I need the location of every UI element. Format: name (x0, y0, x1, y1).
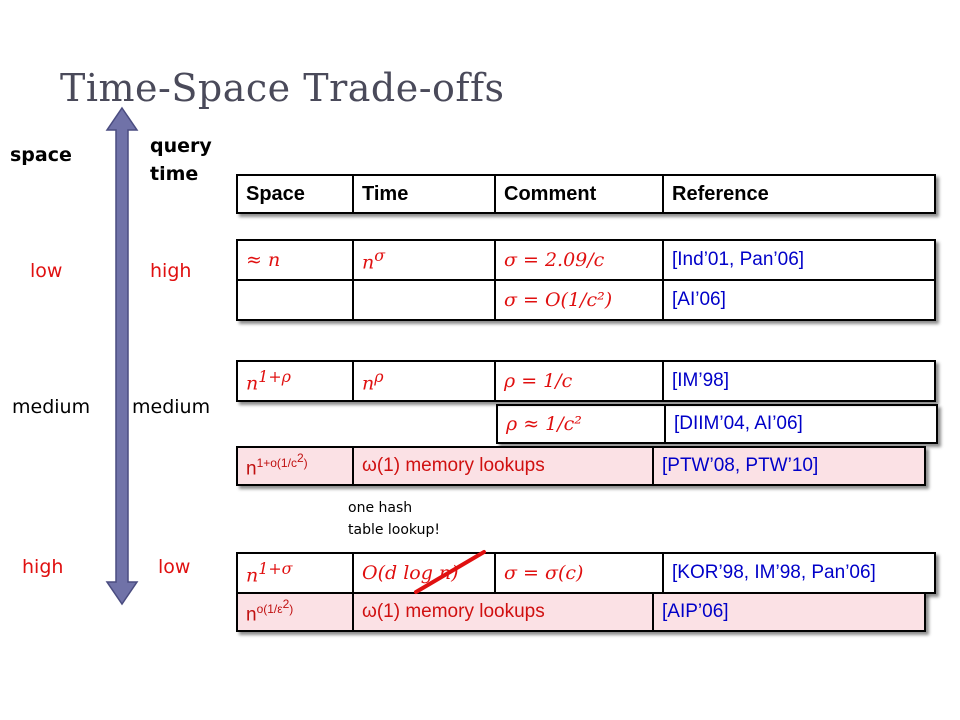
reference-cell: [AI’06] (662, 279, 936, 321)
comment-cell: σ = O(1/c²) (494, 279, 664, 321)
time-base: n (362, 251, 375, 274)
table-row: ρ ≈ 1/c² [DIIM’04, AI’06] (496, 404, 938, 444)
space-exp: 1+o(1/c (256, 456, 297, 471)
space-exp: o(1/ε (256, 602, 283, 617)
page-title: Time-Space Trade-offs (60, 66, 505, 110)
space-cell: ≈ n (236, 239, 354, 281)
time-exp: σ (374, 246, 386, 266)
note-line1: one hash (348, 500, 413, 516)
comment-cell: σ = 2.09/c (494, 239, 664, 281)
space-exp-close: ) (289, 602, 294, 617)
space-cell: n1+ρ (236, 360, 354, 402)
space-axis-label: space (10, 144, 72, 166)
annotation-note: one hash table lookup! (348, 497, 440, 541)
query-label-line1: query (150, 135, 212, 157)
header-space: Space (236, 174, 354, 214)
table-row: n1+ρ nρ ρ = 1/c [IM’98] (236, 360, 936, 402)
reference-cell: [KOR’98, IM’98, Pan’06] (662, 552, 936, 594)
time-level-medium: medium (132, 396, 211, 418)
reference-cell: [AIP’06] (652, 592, 926, 632)
table-row: n1+o(1/c2) ω(1) memory lookups [PTW’08, … (236, 446, 926, 486)
time-level-high: high (150, 260, 192, 282)
table-row: σ = O(1/c²) [AI’06] (236, 279, 936, 321)
group-medium-table-row3: n1+o(1/c2) ω(1) memory lookups [PTW’08, … (236, 446, 926, 486)
table-row: no(1/ε2) ω(1) memory lookups [AIP’06] (236, 592, 926, 632)
header-row: Space Time Comment Reference (236, 174, 936, 214)
comment-cell: σ = σ(c) (494, 552, 664, 594)
header-comment: Comment (494, 174, 664, 214)
space-base: n (246, 604, 257, 626)
space-cell: n1+o(1/c2) (236, 446, 354, 486)
space-exp-close: ) (303, 456, 308, 471)
time-cell: ω(1) memory lookups (352, 592, 654, 632)
group-high-space-row2: no(1/ε2) ω(1) memory lookups [AIP’06] (236, 592, 926, 632)
reference-cell: [DIIM’04, AI’06] (664, 404, 938, 444)
table-row: n1+σ O(d log n) σ = σ(c) [KOR’98, IM’98,… (236, 552, 936, 594)
group-medium-table-row1: n1+ρ nρ ρ = 1/c [IM’98] (236, 360, 936, 402)
header-reference: Reference (662, 174, 936, 214)
group-high-space-row1: n1+σ O(d log n) σ = σ(c) [KOR’98, IM’98,… (236, 552, 936, 594)
group-low-space-table: ≈ n nσ σ = 2.09/c [Ind’01, Pan’06] σ = O… (236, 239, 936, 321)
time-cell: nρ (352, 360, 496, 402)
space-exp-squared: 2 (282, 597, 290, 612)
group-medium-table-row2: ρ ≈ 1/c² [DIIM’04, AI’06] (496, 404, 938, 444)
query-label-line2: time (150, 163, 199, 185)
comment-cell: ρ = 1/c (494, 360, 664, 402)
time-cell: ω(1) memory lookups (352, 446, 654, 486)
space-level-high: high (22, 556, 64, 578)
double-arrow-icon (105, 106, 139, 606)
header-time: Time (352, 174, 496, 214)
space-base: n (246, 372, 259, 395)
time-cell (352, 279, 496, 321)
comment-cell: ρ ≈ 1/c² (496, 404, 666, 444)
space-exp-squared: 2 (296, 451, 304, 466)
reference-cell: [Ind’01, Pan’06] (662, 239, 936, 281)
space-cell: n1+σ (236, 552, 354, 594)
strikethrough-mark (414, 550, 486, 594)
space-exp: 1+σ (258, 559, 293, 579)
time-base: n (362, 372, 375, 395)
query-time-axis-label: query time (150, 132, 212, 188)
reference-cell: [PTW’08, PTW’10] (652, 446, 926, 486)
space-level-medium: medium (12, 396, 91, 418)
space-cell: no(1/ε2) (236, 592, 354, 632)
time-cell: nσ (352, 239, 496, 281)
reference-cell: [IM’98] (662, 360, 936, 402)
time-exp: ρ (374, 367, 384, 387)
note-line2: table lookup! (348, 522, 440, 538)
space-level-low: low (30, 260, 63, 282)
space-base: n (246, 564, 259, 587)
time-level-low: low (158, 556, 191, 578)
space-base: n (246, 458, 257, 480)
space-exp: 1+ρ (258, 367, 291, 387)
table-row: ≈ n nσ σ = 2.09/c [Ind’01, Pan’06] (236, 239, 936, 281)
space-cell (236, 279, 354, 321)
